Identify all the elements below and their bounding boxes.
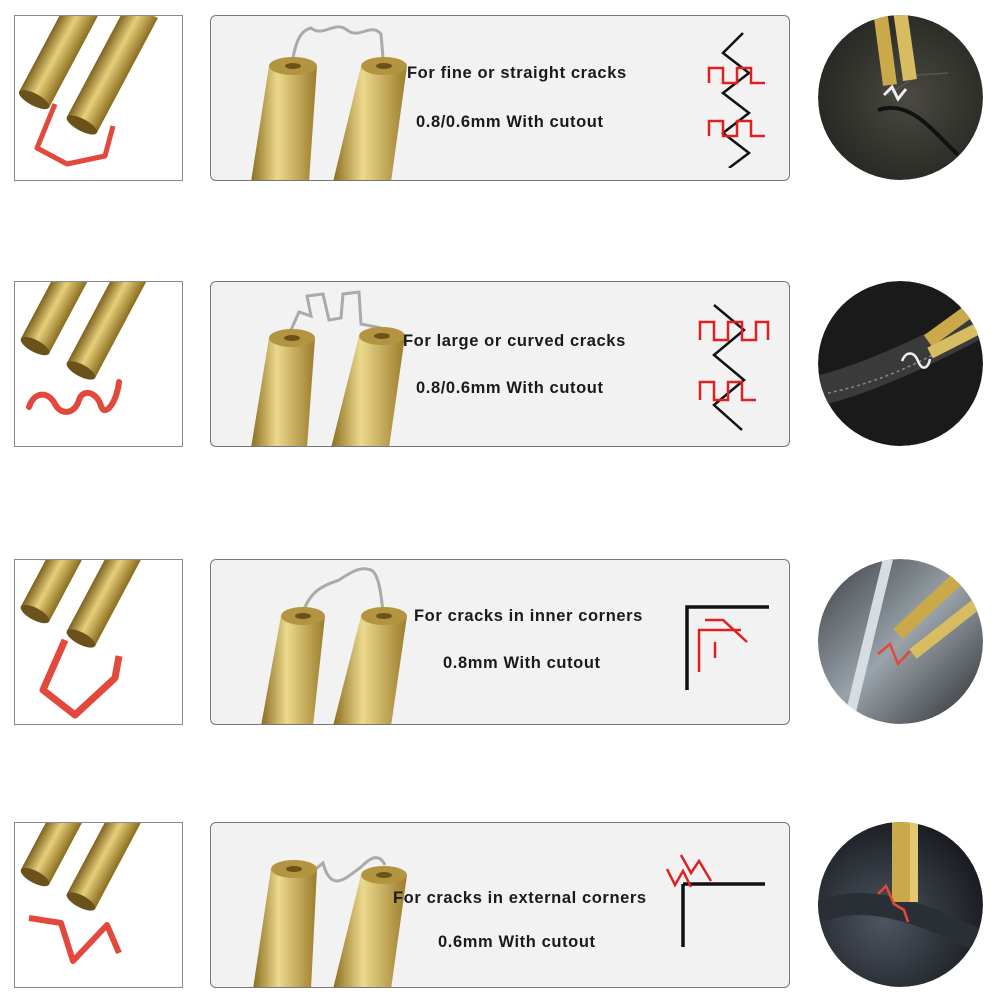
staple-row-1: For fine or straight cracks 0.8/0.6mm Wi… — [0, 15, 1001, 185]
heated-nozzle-thumbnail — [14, 559, 183, 725]
crack-type-label: For cracks in inner corners — [414, 607, 643, 625]
staple-info-card: For cracks in inner corners 0.8mm With c… — [210, 559, 790, 725]
staple-info-card: For cracks in external corners 0.6mm Wit… — [210, 822, 790, 988]
wire-spec-label: 0.8/0.6mm With cutout — [416, 379, 604, 397]
wire-spec-label: 0.6mm With cutout — [438, 933, 596, 951]
wire-spec-label: 0.8mm With cutout — [443, 654, 601, 672]
curved-crack-staple-pattern-icon — [698, 304, 770, 431]
external-corner-staple-pattern-icon — [665, 854, 765, 947]
staple-row-2: For large or curved cracks 0.8/0.6mm Wit… — [0, 281, 1001, 451]
heated-nozzle-thumbnail — [14, 15, 183, 181]
heated-nozzle-thumbnail — [14, 822, 183, 988]
crack-type-label: For large or curved cracks — [403, 332, 626, 350]
repair-photo — [818, 281, 983, 446]
staple-info-card: For fine or straight cracks 0.8/0.6mm Wi… — [210, 15, 790, 181]
wire-spec-label: 0.8/0.6mm With cutout — [416, 113, 604, 131]
repair-photo — [818, 822, 983, 987]
repair-photo — [818, 559, 983, 724]
repair-photo — [818, 15, 983, 180]
zigzag-crack-staple-pattern-icon — [707, 32, 765, 168]
crack-type-label: For fine or straight cracks — [407, 64, 627, 82]
inner-corner-staple-pattern-icon — [685, 605, 769, 690]
staple-row-4: For cracks in external corners 0.6mm Wit… — [0, 822, 1001, 992]
heated-nozzle-thumbnail — [14, 281, 183, 447]
crack-type-label: For cracks in external corners — [393, 889, 647, 907]
staple-info-card: For large or curved cracks 0.8/0.6mm Wit… — [210, 281, 790, 447]
staple-row-3: For cracks in inner corners 0.8mm With c… — [0, 559, 1001, 729]
